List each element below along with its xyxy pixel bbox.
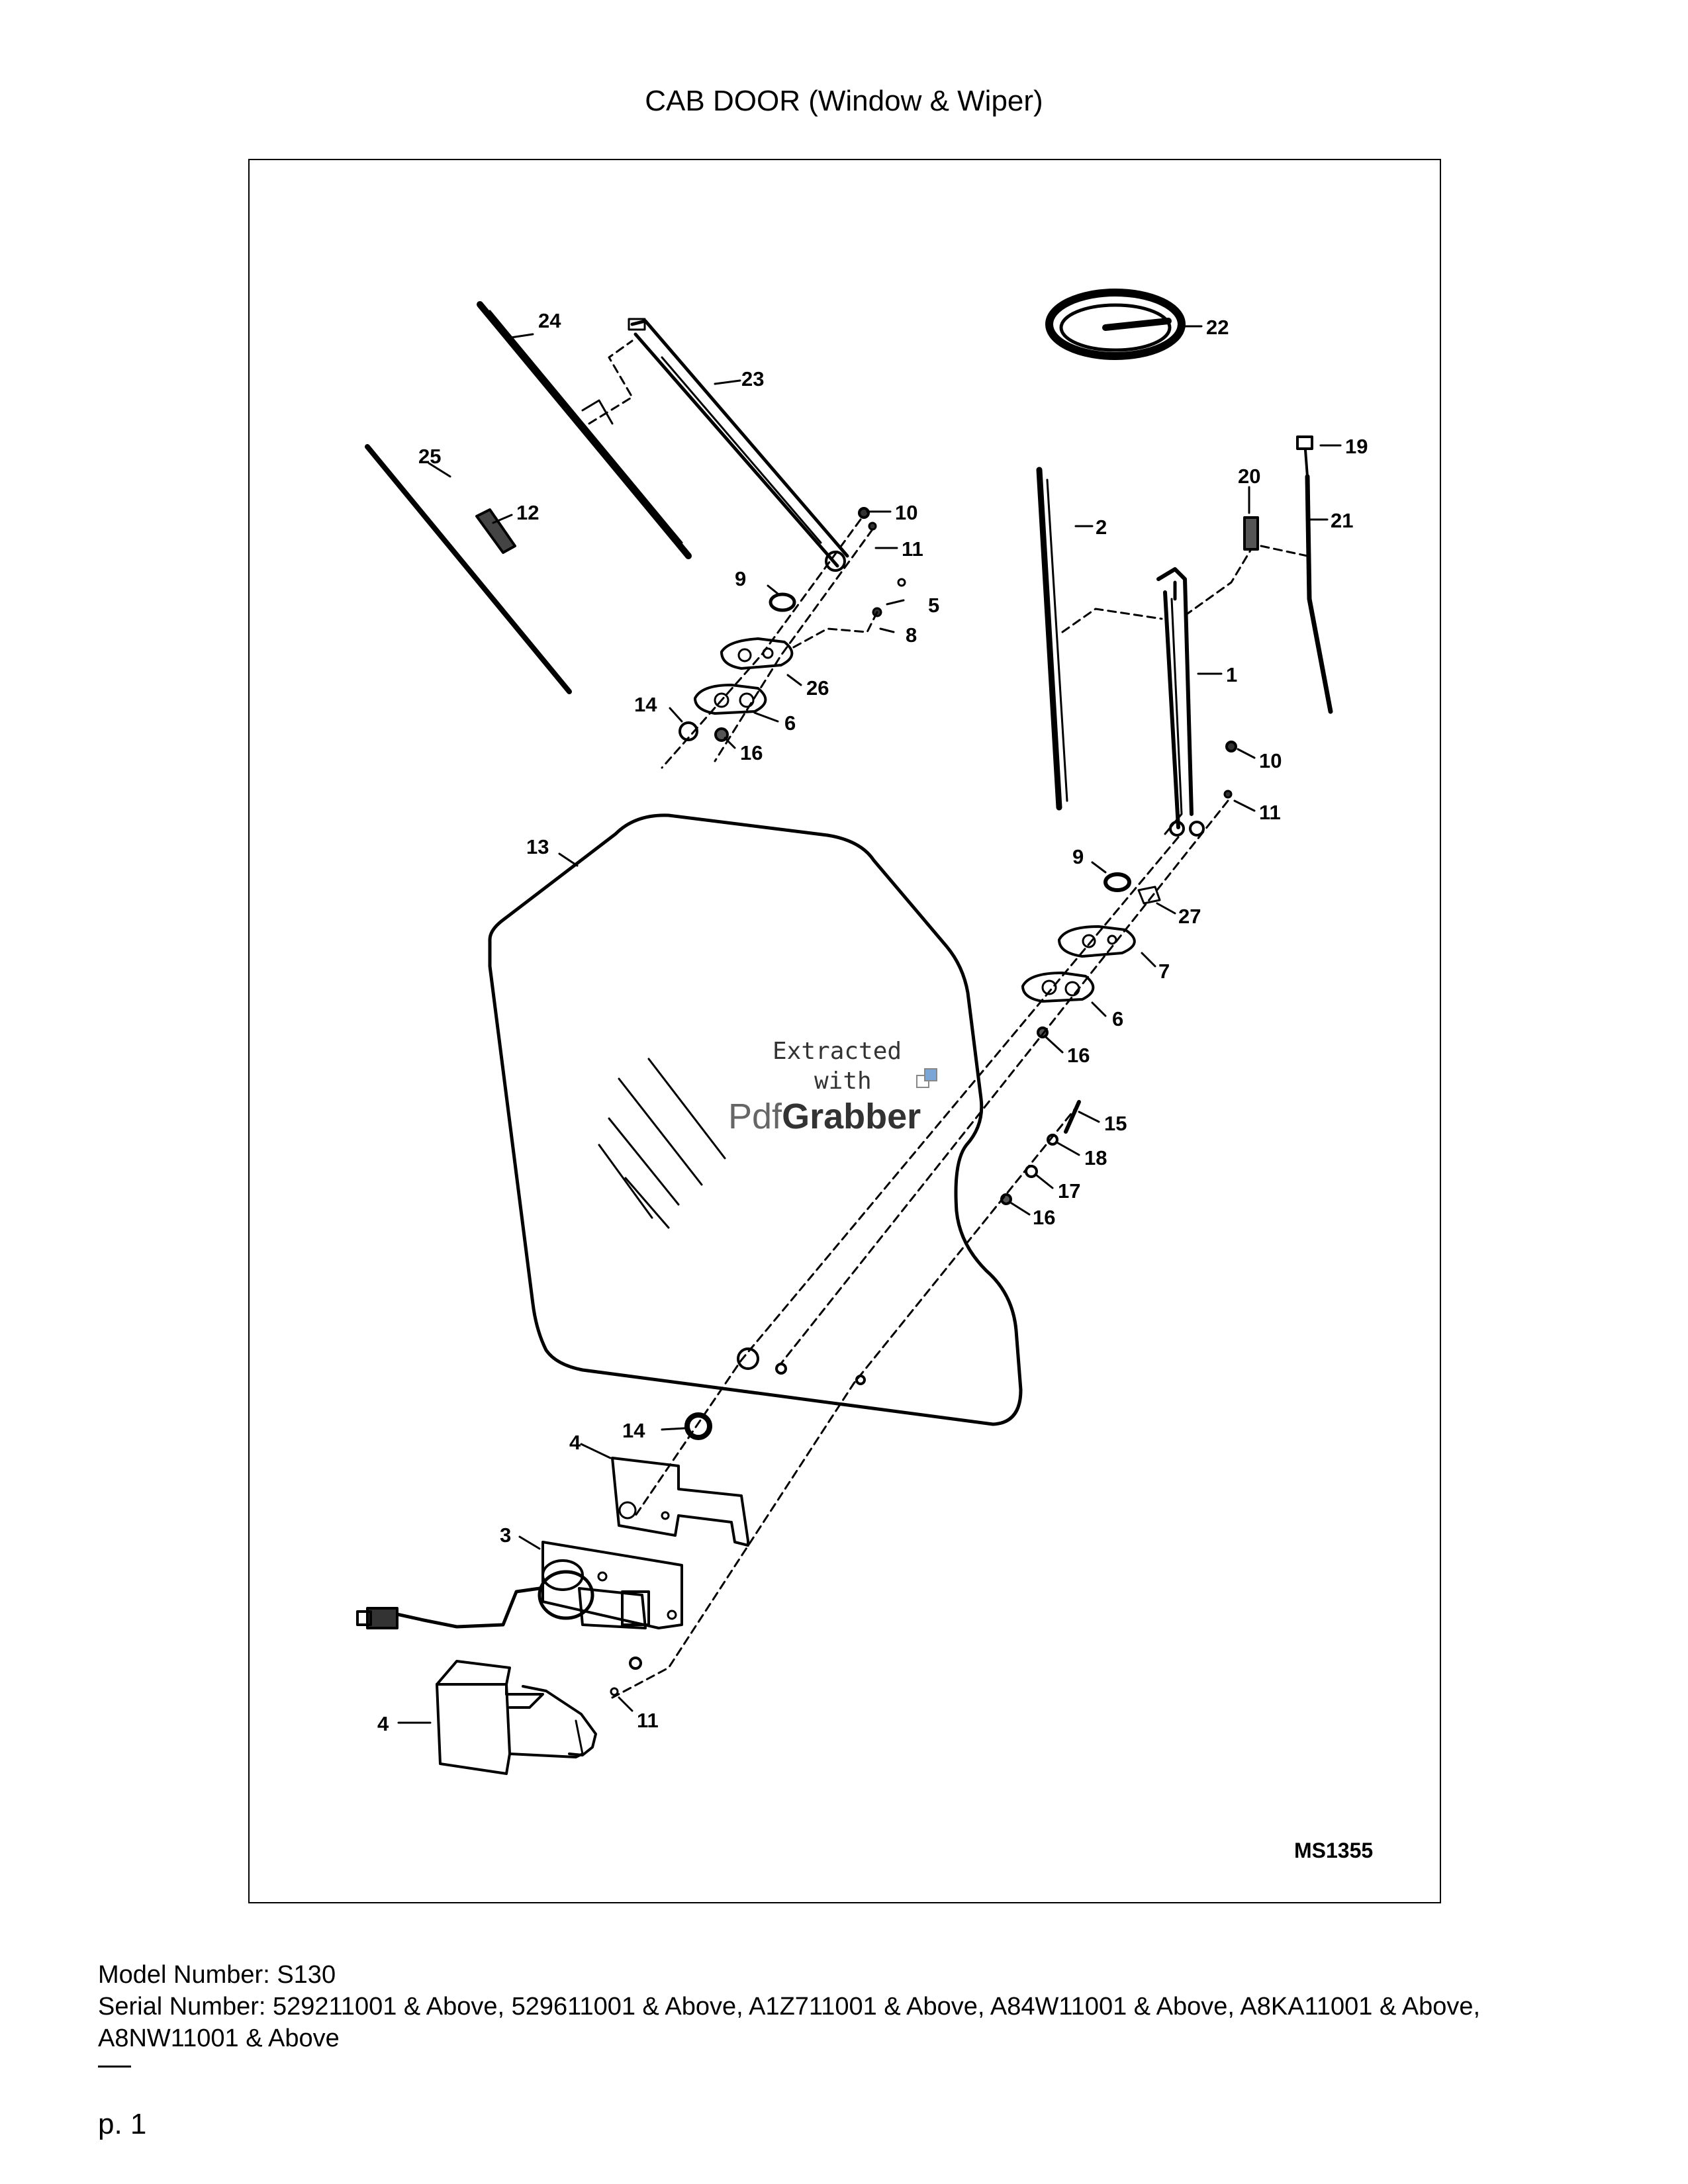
callout-18: 18 — [1084, 1146, 1107, 1169]
watermark-brand: PdfGrabber — [728, 1097, 921, 1136]
wiper-blade-25 — [365, 444, 572, 694]
model-label: Model Number: — [98, 1961, 270, 1989]
callout-7: 7 — [1158, 960, 1170, 983]
callout-3: 3 — [500, 1524, 511, 1547]
serial-label: Serial Number: — [98, 1993, 266, 2021]
callout-4-lower: 4 — [377, 1712, 389, 1735]
callout-27: 27 — [1178, 905, 1201, 928]
washer-hose-22 — [1045, 289, 1186, 360]
callout-23: 23 — [741, 367, 764, 390]
callout-6-upper: 6 — [784, 711, 796, 735]
watermark-line-1: Extracted — [773, 1038, 902, 1065]
callout-16-right: 16 — [1067, 1044, 1090, 1067]
serial-number-line: Serial Number: 529211001 & Above, 529611… — [98, 1991, 1620, 2054]
pdfgrabber-watermark: Extracted with PdfGrabber — [728, 1038, 937, 1136]
callout-11-upper: 11 — [902, 537, 923, 561]
callout-8: 8 — [906, 623, 917, 647]
model-number-line: Model Number: S130 — [98, 1959, 1620, 1991]
callout-21: 21 — [1331, 509, 1353, 532]
callout-6-right: 6 — [1112, 1007, 1123, 1030]
callout-24: 24 — [538, 309, 561, 332]
callout-10-right: 10 — [1259, 749, 1282, 772]
callout-14-lower: 14 — [622, 1419, 645, 1442]
washer-9-upper — [769, 592, 796, 612]
callout-17: 17 — [1058, 1179, 1080, 1203]
callout-19: 19 — [1345, 435, 1368, 458]
callout-20: 20 — [1238, 465, 1260, 488]
callout-25: 25 — [418, 445, 441, 468]
callout-11-lower: 11 — [637, 1709, 659, 1732]
fasteners-10-11-5-8-upper — [858, 507, 906, 617]
washer-tube-21 — [1305, 474, 1333, 714]
washer-14-upper — [679, 721, 698, 741]
callout-1: 1 — [1226, 663, 1237, 686]
washers-18-17-16-lower — [1000, 1134, 1058, 1205]
callout-11-right: 11 — [1259, 801, 1281, 824]
wiper-motor-3 — [356, 1541, 683, 1629]
page-number: p. 1 — [98, 2108, 147, 2140]
model-value: S130 — [277, 1961, 336, 1989]
page-title: CAB DOOR (Window & Wiper) — [645, 85, 1043, 117]
wiper-blade-24 — [477, 301, 692, 559]
divider — [98, 2066, 131, 2068]
callout-5: 5 — [928, 594, 939, 617]
washer-9-right — [1103, 872, 1131, 892]
callout-leaders — [397, 325, 1342, 1724]
callout-13: 13 — [526, 835, 549, 858]
callout-16-lower: 16 — [1033, 1206, 1055, 1229]
callout-9-upper: 9 — [735, 567, 746, 590]
watermark-line-2: with — [814, 1068, 872, 1095]
wiper-blade-2 — [1036, 467, 1068, 811]
callout-12: 12 — [516, 501, 539, 524]
wiper-arm-23 — [628, 318, 849, 572]
bushing-27 — [1137, 886, 1161, 905]
figure-id: MS1355 — [1294, 1839, 1373, 1862]
clip-12 — [475, 508, 516, 554]
callout-15: 15 — [1104, 1112, 1127, 1135]
washer-14-lower — [684, 1412, 712, 1440]
bracket-6-upper — [694, 684, 767, 715]
bracket-7 — [1058, 925, 1136, 958]
callout-9-right: 9 — [1072, 845, 1084, 868]
washer-11-lower — [610, 1657, 642, 1696]
bracket-26 — [720, 637, 794, 670]
callout-26: 26 — [806, 676, 829, 700]
model-serial-info: Model Number: S130 Serial Number: 529211… — [98, 1959, 1620, 2054]
callout-16-upper: 16 — [740, 741, 763, 764]
callout-2: 2 — [1096, 516, 1107, 539]
callout-14-upper: 14 — [634, 693, 657, 716]
callout-labels: 24 23 25 12 22 19 21 20 2 10 11 9 5 8 26… — [377, 309, 1368, 1735]
callout-4-upper: 4 — [569, 1431, 581, 1454]
fasteners-10-11-right — [1223, 741, 1237, 799]
motor-cover-4-lower — [436, 1660, 597, 1775]
nozzle-20 — [1243, 516, 1259, 551]
diagram-frame — [248, 159, 1441, 1903]
cover-plate-4-upper — [611, 1457, 749, 1547]
fitting-19 — [1296, 435, 1313, 478]
serial-value: 529211001 & Above, 529611001 & Above, A1… — [98, 1993, 1481, 2052]
callout-22: 22 — [1206, 316, 1229, 339]
callout-10-upper: 10 — [895, 501, 917, 524]
wiper-arm-1 — [1156, 567, 1205, 837]
bracket-6-right — [1021, 972, 1095, 1003]
door-glass-13 — [488, 813, 1023, 1426]
